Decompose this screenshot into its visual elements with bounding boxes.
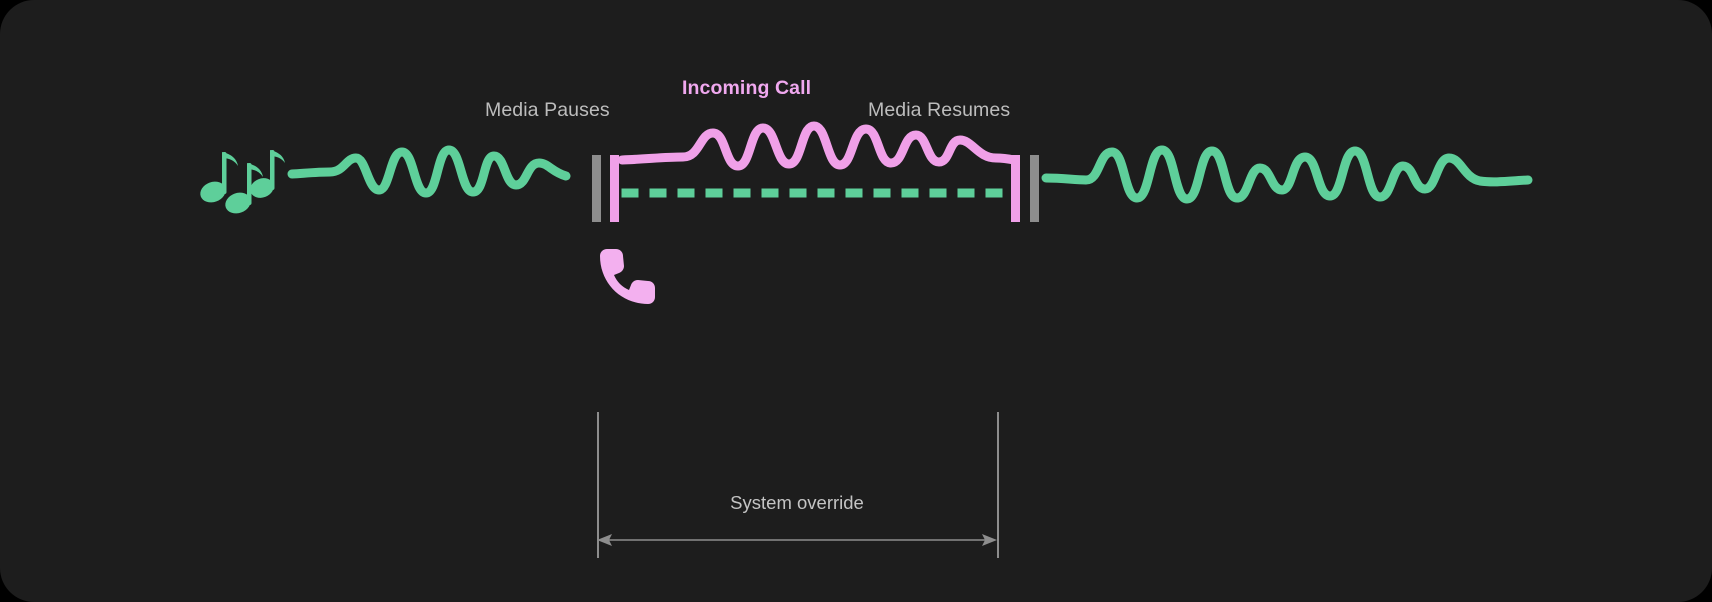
override-boundary-left [597, 412, 599, 558]
pause-marker-gray [592, 155, 601, 222]
waveform-svg [200, 121, 1533, 304]
system-override-label: System override [730, 492, 864, 513]
resume-marker-gray [1030, 155, 1039, 222]
label-media-pauses: Media Pauses [485, 99, 610, 121]
label-incoming-call: Incoming Call [682, 77, 812, 99]
audio-timeline-diagram: Media Pauses Incoming Call Media Resumes [200, 77, 1533, 304]
input-focus-section: INPUT FOCUS: ♫♪ 📞 ♫♪ System override [0, 330, 1712, 602]
resume-marker-pink [1011, 155, 1020, 222]
waveform-media-left [287, 145, 571, 198]
waveform-incoming-call [617, 121, 1019, 171]
phone-icon [600, 249, 655, 304]
double-arrow-icon [597, 534, 997, 546]
system-override-annotation: System override [0, 330, 1712, 602]
music-note-icon [200, 150, 285, 214]
override-boundary-right [997, 412, 999, 558]
pause-marker-pink [610, 155, 619, 222]
label-media-resumes: Media Resumes [868, 99, 1011, 121]
waveform-media-right [1041, 145, 1533, 204]
